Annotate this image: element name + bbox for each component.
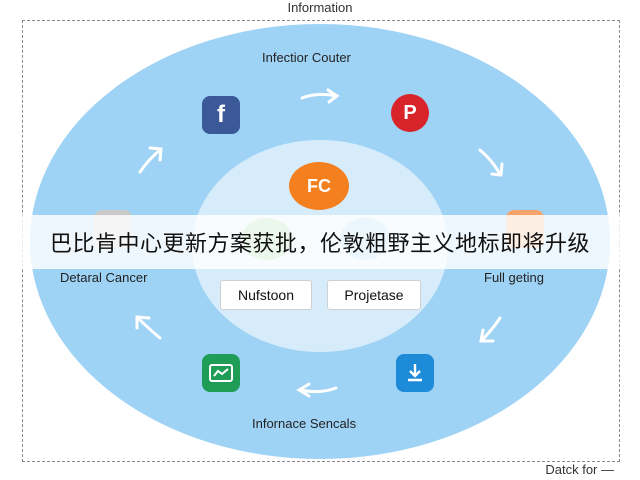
pinterest-icon: P — [391, 94, 429, 132]
download-glyph — [408, 364, 422, 382]
facebook-icon: f — [202, 96, 240, 134]
diagram-title: Information — [287, 0, 353, 15]
arrow-bottom — [298, 386, 338, 394]
ring-label-left: Detaral Cancer — [60, 270, 148, 285]
overlay-banner: 巴比肯中心更新方案获批，伦敦粗野主义地标即将升级 — [20, 215, 620, 269]
ring-label-top: Infectior Couter — [262, 50, 351, 65]
box-projetase: Projetase — [327, 280, 421, 310]
fc-badge: FC — [289, 162, 349, 210]
ring-label-bottom: Infornace Sencals — [252, 416, 357, 431]
arrow-upper-left — [138, 148, 162, 174]
box-nufstoon: Nufstoon — [220, 280, 312, 310]
arrow-upper-right — [478, 148, 502, 176]
spreadsheet-icon — [202, 354, 240, 392]
arrow-top — [300, 92, 338, 100]
download-icon — [396, 354, 434, 392]
arrow-lower-left — [136, 316, 162, 340]
footer-label: Datck for — — [545, 462, 614, 477]
ring-label-right: Full geting — [484, 270, 544, 285]
facebook-glyph: f — [217, 101, 225, 128]
arrow-lower-right — [480, 316, 502, 342]
spreadsheet-glyph — [209, 364, 233, 382]
pinterest-glyph: P — [403, 101, 417, 124]
